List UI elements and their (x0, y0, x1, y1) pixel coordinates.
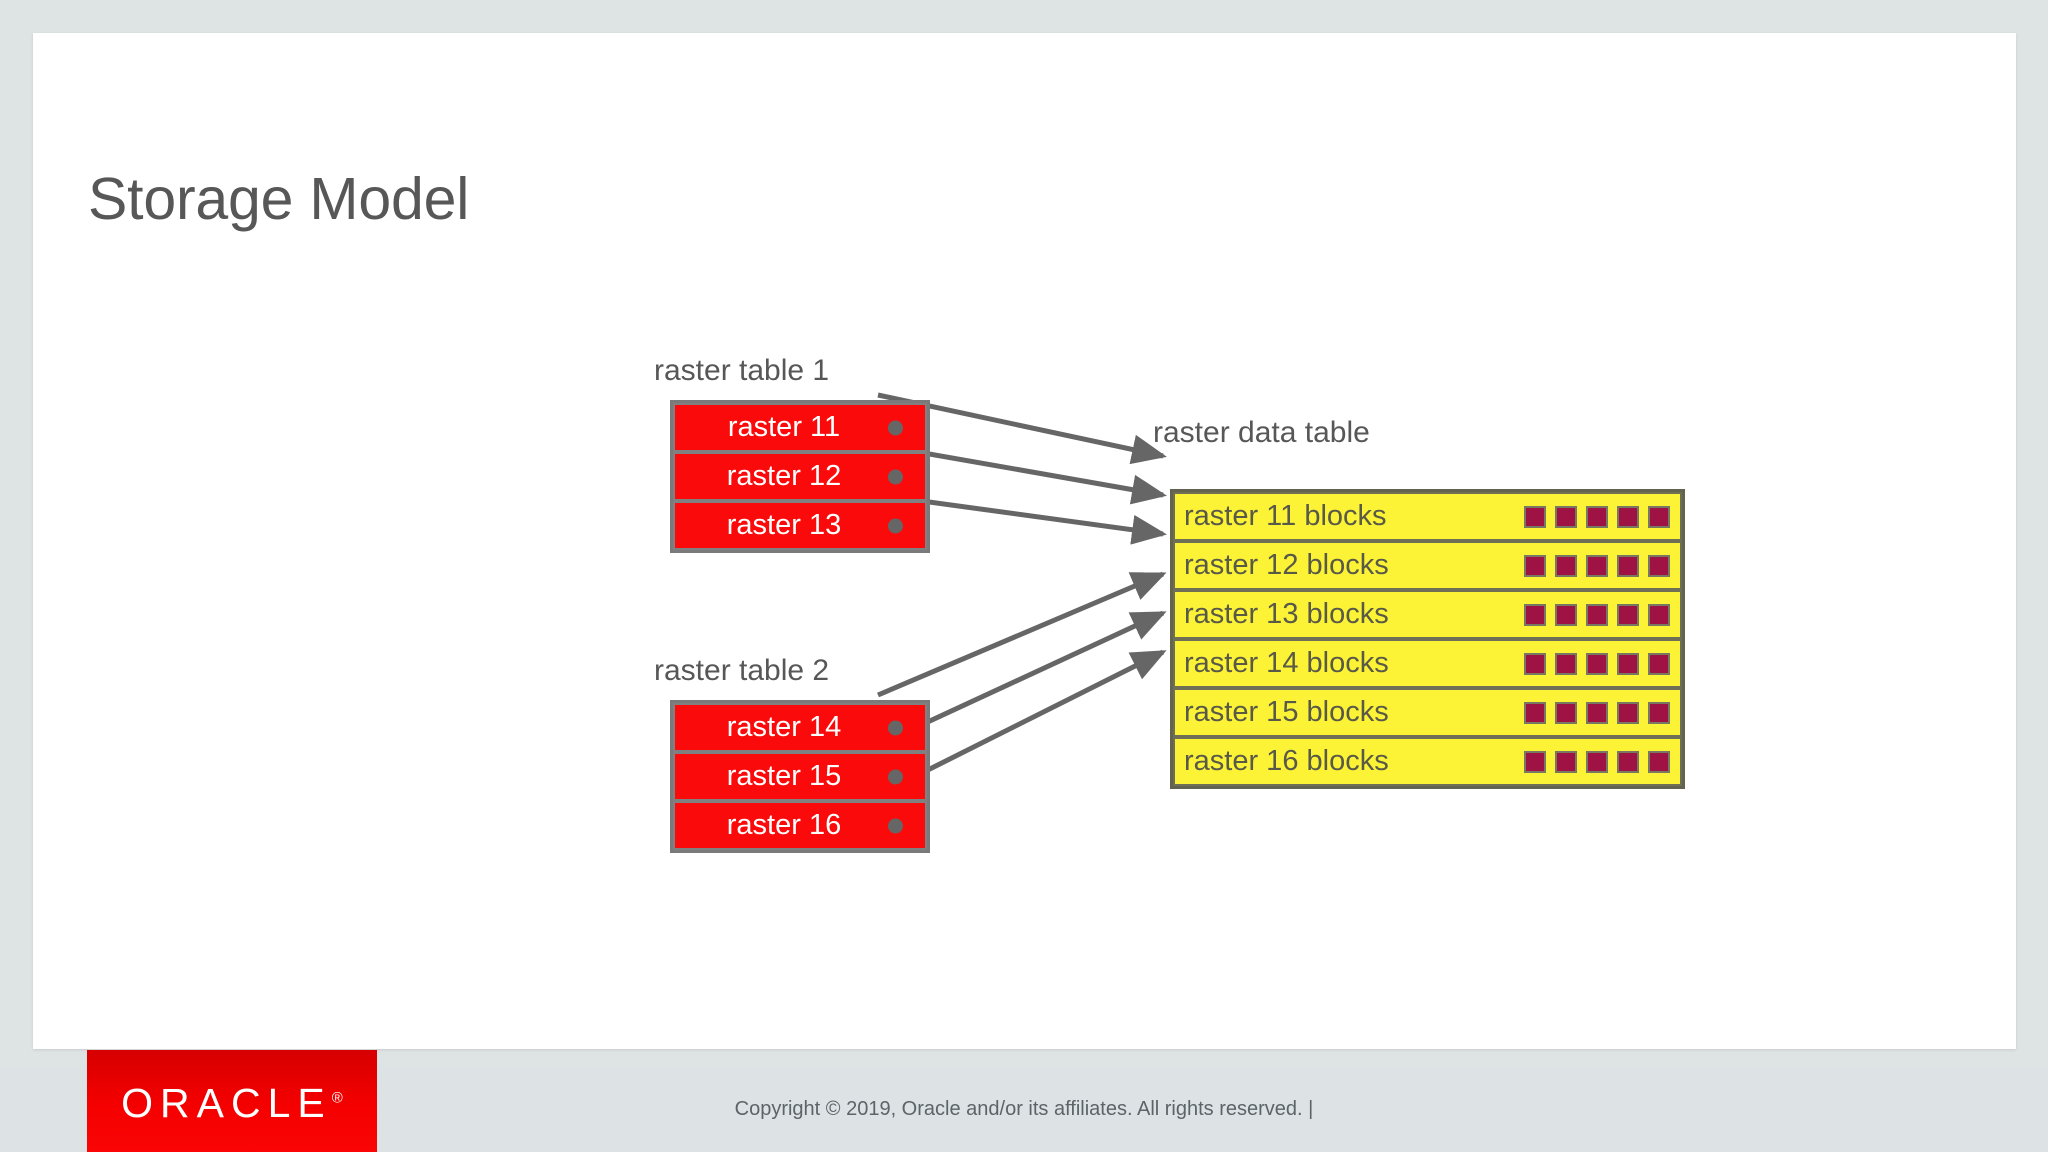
block-square-icon (1617, 554, 1639, 577)
block-square-icon (1555, 603, 1577, 626)
block-square-icon (1617, 701, 1639, 724)
raster-table-2: raster 14 raster 15 raster 16 (670, 700, 930, 853)
raster-table-1: raster 11 raster 12 raster 13 (670, 400, 930, 553)
block-square-icon (1555, 750, 1577, 773)
copyright-text: Copyright © 2019, Oracle and/or its affi… (734, 1098, 1314, 1120)
block-group (1524, 554, 1670, 577)
block-square-icon (1617, 603, 1639, 626)
raster-data-row-label: raster 12 blocks (1184, 549, 1389, 581)
block-square-icon (1586, 750, 1608, 773)
block-square-icon (1555, 701, 1577, 724)
raster-data-row[interactable]: raster 11 blocks (1175, 494, 1680, 539)
raster-data-table: raster 11 blocks raster 12 blocks (1170, 489, 1685, 789)
block-square-icon (1648, 505, 1670, 528)
block-square-icon (1648, 701, 1670, 724)
raster-cell-label: raster 15 (726, 760, 842, 792)
raster-data-row-label: raster 13 blocks (1184, 598, 1389, 630)
block-square-icon (1648, 603, 1670, 626)
block-square-icon (1648, 750, 1670, 773)
block-square-icon (1555, 652, 1577, 675)
connector-dot-icon (888, 769, 903, 784)
connector-dot-icon (888, 720, 903, 735)
raster-cell-label: raster 13 (726, 509, 842, 541)
block-group (1524, 750, 1670, 773)
raster-cell-label: raster 11 (727, 411, 841, 443)
block-square-icon (1586, 505, 1608, 528)
block-square-icon (1586, 554, 1608, 577)
block-group (1524, 603, 1670, 626)
connector-dot-icon (888, 469, 903, 484)
block-square-icon (1617, 505, 1639, 528)
raster-data-row-label: raster 15 blocks (1184, 696, 1389, 728)
block-square-icon (1617, 652, 1639, 675)
raster-cell[interactable]: raster 12 (675, 454, 925, 499)
raster-data-row-label: raster 14 blocks (1184, 647, 1389, 679)
label-raster-data-table: raster data table (1153, 416, 1370, 449)
connector-dot-icon (888, 518, 903, 533)
raster-data-row[interactable]: raster 14 blocks (1175, 641, 1680, 686)
block-square-icon (1524, 750, 1546, 773)
block-square-icon (1524, 505, 1546, 528)
oracle-wordmark: ORACLE (121, 1079, 332, 1126)
label-raster-table-2: raster table 2 (654, 654, 830, 687)
block-group (1524, 505, 1670, 528)
raster-cell[interactable]: raster 13 (675, 503, 925, 548)
label-raster-table-1: raster table 1 (654, 354, 830, 387)
oracle-logo: ORACLE® (87, 1050, 377, 1152)
page-title: Storage Model (88, 165, 470, 232)
connector-raster-14 (877, 571, 1167, 698)
raster-data-row[interactable]: raster 12 blocks (1175, 543, 1680, 588)
raster-cell[interactable]: raster 11 (675, 405, 925, 450)
raster-data-row-label: raster 16 blocks (1184, 745, 1389, 777)
block-square-icon (1648, 554, 1670, 577)
raster-data-row-label: raster 11 blocks (1184, 500, 1387, 532)
raster-data-row[interactable]: raster 16 blocks (1175, 739, 1680, 784)
raster-data-row[interactable]: raster 13 blocks (1175, 592, 1680, 637)
raster-cell[interactable]: raster 14 (675, 705, 925, 750)
raster-data-row[interactable]: raster 15 blocks (1175, 690, 1680, 735)
block-square-icon (1617, 750, 1639, 773)
block-square-icon (1648, 652, 1670, 675)
block-group (1524, 652, 1670, 675)
raster-cell-label: raster 12 (726, 460, 842, 492)
oracle-logo-text: ORACLE® (121, 1080, 343, 1127)
block-square-icon (1586, 652, 1608, 675)
block-square-icon (1524, 603, 1546, 626)
connector-layer (876, 392, 1167, 798)
raster-cell-label: raster 16 (726, 809, 842, 841)
block-square-icon (1555, 554, 1577, 577)
raster-cell-label: raster 14 (726, 711, 842, 743)
connector-dot-icon (888, 420, 903, 435)
block-square-icon (1586, 701, 1608, 724)
block-square-icon (1555, 505, 1577, 528)
block-square-icon (1524, 701, 1546, 724)
registered-mark-icon: ® (331, 1088, 343, 1106)
storage-model-diagram: raster table 1 raster table 2 raster dat… (33, 33, 2016, 1049)
raster-cell[interactable]: raster 16 (675, 803, 925, 848)
block-square-icon (1524, 554, 1546, 577)
block-square-icon (1524, 652, 1546, 675)
block-square-icon (1586, 603, 1608, 626)
block-group (1524, 701, 1670, 724)
raster-cell[interactable]: raster 15 (675, 754, 925, 799)
connector-dot-icon (888, 818, 903, 833)
slide-canvas: Storage Model (33, 33, 2016, 1049)
